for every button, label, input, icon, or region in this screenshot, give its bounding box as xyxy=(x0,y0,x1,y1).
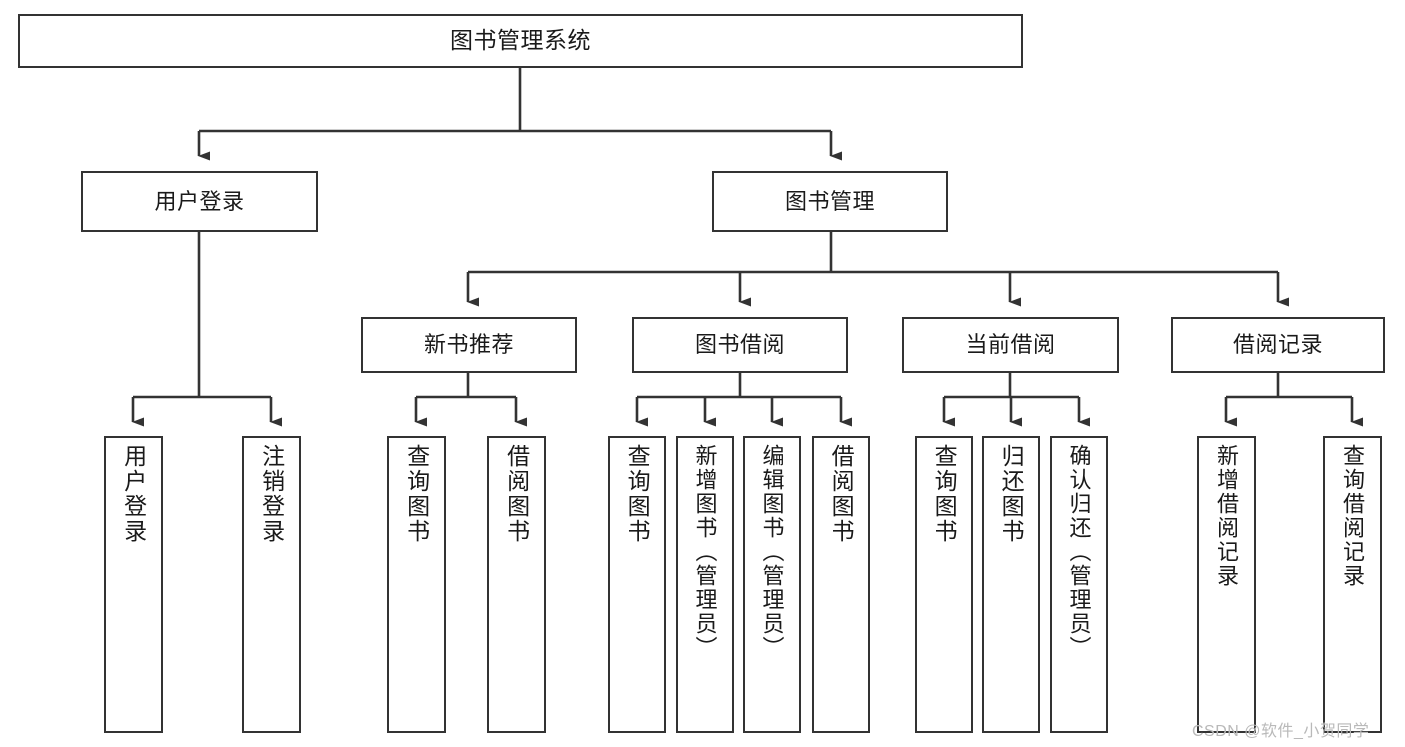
leaf-confirm-return-admin[interactable]: 确认归还（管理员） xyxy=(1050,436,1108,733)
leaf-add-book-admin[interactable]: 新增图书（管理员） xyxy=(676,436,734,733)
leaf-borrow-book-newbook[interactable]: 借阅图书 xyxy=(487,436,546,733)
node-label: 查询借阅记录 xyxy=(1340,444,1366,588)
node-label: 注销登录 xyxy=(258,444,285,544)
node-root-system[interactable]: 图书管理系统 xyxy=(18,14,1023,68)
node-label: 查询图书 xyxy=(403,444,430,544)
leaf-query-borrow-record[interactable]: 查询借阅记录 xyxy=(1323,436,1382,733)
node-label: 图书管理系统 xyxy=(450,27,591,54)
node-label: 用户登录 xyxy=(120,444,147,544)
node-label: 查询图书 xyxy=(931,444,958,544)
leaf-query-book-current[interactable]: 查询图书 xyxy=(915,436,973,733)
node-new-book-recommend[interactable]: 新书推荐 xyxy=(361,317,577,373)
node-label: 确认归还（管理员） xyxy=(1066,444,1092,660)
node-label: 借阅记录 xyxy=(1232,332,1323,358)
node-label: 借阅图书 xyxy=(503,444,530,544)
node-book-management[interactable]: 图书管理 xyxy=(712,171,948,232)
node-label: 借阅图书 xyxy=(828,444,855,544)
node-user-login[interactable]: 用户登录 xyxy=(81,171,318,232)
node-label: 新书推荐 xyxy=(423,332,514,358)
node-label: 图书管理 xyxy=(784,188,875,214)
leaf-borrow-book-borrow[interactable]: 借阅图书 xyxy=(812,436,870,733)
node-label: 图书借阅 xyxy=(694,332,785,358)
node-current-borrow[interactable]: 当前借阅 xyxy=(902,317,1119,373)
node-book-borrow[interactable]: 图书借阅 xyxy=(632,317,848,373)
node-label: 查询图书 xyxy=(624,444,651,544)
leaf-add-borrow-record[interactable]: 新增借阅记录 xyxy=(1197,436,1256,733)
leaf-user-login[interactable]: 用户登录 xyxy=(104,436,163,733)
node-label: 新增图书（管理员） xyxy=(692,444,718,660)
csdn-watermark: CSDN @软件_小贺同学 xyxy=(1192,723,1370,740)
node-label: 当前借阅 xyxy=(965,332,1056,358)
node-label: 用户登录 xyxy=(154,188,245,214)
node-label: 归还图书 xyxy=(998,444,1025,544)
leaf-edit-book-admin[interactable]: 编辑图书（管理员） xyxy=(743,436,801,733)
leaf-query-book-borrow[interactable]: 查询图书 xyxy=(608,436,666,733)
node-borrow-record[interactable]: 借阅记录 xyxy=(1171,317,1385,373)
leaf-return-book[interactable]: 归还图书 xyxy=(982,436,1040,733)
leaf-query-book-newbook[interactable]: 查询图书 xyxy=(387,436,446,733)
node-label: 新增借阅记录 xyxy=(1214,444,1240,588)
node-label: 编辑图书（管理员） xyxy=(759,444,785,660)
leaf-logout-login[interactable]: 注销登录 xyxy=(242,436,301,733)
